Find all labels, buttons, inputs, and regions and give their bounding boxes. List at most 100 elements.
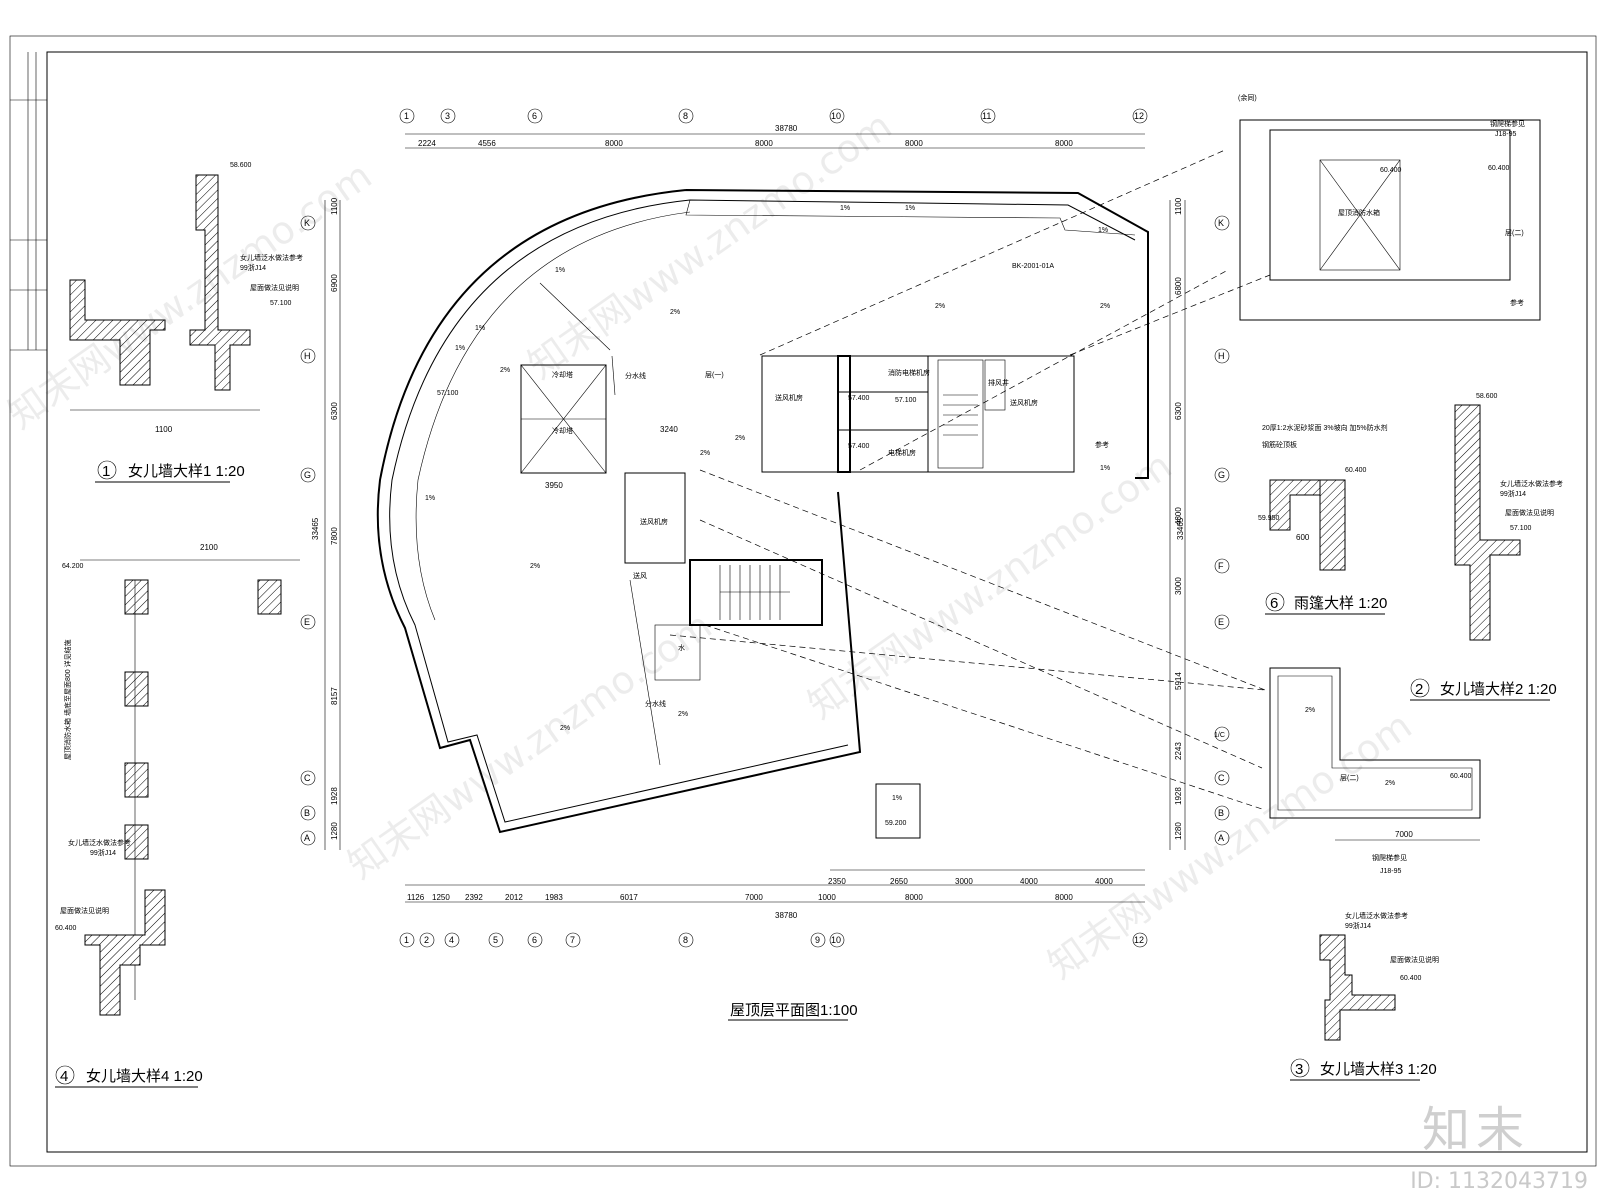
ref-note-main: 参考	[1095, 440, 1109, 449]
svg-text:G: G	[1218, 470, 1225, 480]
svg-text:60.400: 60.400	[1345, 467, 1367, 474]
svg-text:女儿墙泛水做法参考: 女儿墙泛水做法参考	[240, 253, 303, 262]
water-tank-plan: 屋顶消防水箱 层(二) 60.400 60.400 钢爬梯参见 J18-95 (…	[1238, 93, 1541, 321]
svg-text:99浙J14: 99浙J14	[240, 263, 266, 272]
svg-text:8: 8	[683, 111, 688, 121]
svg-text:60.400: 60.400	[1380, 167, 1402, 174]
machine-rooms: 送风机房 送风机房 消防电梯机房 电梯机房 排风井 57.400 57.100 …	[705, 355, 1075, 473]
svg-text:6: 6	[532, 935, 537, 945]
svg-text:知末网www.znzmo.com: 知末网www.znzmo.com	[800, 443, 1180, 727]
svg-text:38780: 38780	[775, 911, 798, 920]
svg-text:3000: 3000	[1174, 577, 1183, 595]
svg-text:58.600: 58.600	[1476, 393, 1498, 400]
dim-3950: 3950	[545, 481, 563, 490]
svg-text:知末网www.znzmo.com: 知末网www.znzmo.com	[1040, 703, 1420, 987]
svg-text:57.400: 57.400	[848, 443, 870, 450]
svg-text:8000: 8000	[755, 139, 773, 148]
svg-text:1%: 1%	[840, 205, 850, 212]
level-two-roof: 层(二) 2% 2% 60.400 7000 钢爬梯参见 J18-95	[1269, 667, 1481, 875]
svg-text:F: F	[1218, 561, 1224, 571]
svg-text:B: B	[1218, 808, 1224, 818]
roof-outline-inner	[389, 199, 1136, 823]
svg-text:2224: 2224	[418, 139, 436, 148]
svg-text:4000: 4000	[1020, 877, 1038, 886]
svg-text:参考: 参考	[1510, 298, 1524, 307]
svg-text:电梯机房: 电梯机房	[888, 448, 916, 457]
left-dims: 1100 6900 6300 7800 8157 1928 1280	[330, 197, 339, 840]
svg-text:1983: 1983	[545, 893, 563, 902]
svg-text:2%: 2%	[1385, 780, 1395, 787]
svg-text:2%: 2%	[670, 309, 680, 316]
svg-text:99浙J14: 99浙J14	[1345, 921, 1371, 930]
svg-text:1100: 1100	[330, 197, 339, 215]
svg-text:知末网www.znzmo.com: 知末网www.znzmo.com	[0, 153, 380, 437]
svg-text:20厚1:2水泥砂浆面 3%坡向 加5%防水剂: 20厚1:2水泥砂浆面 3%坡向 加5%防水剂	[1262, 423, 1388, 432]
svg-text:1%: 1%	[1100, 465, 1110, 472]
svg-text:1280: 1280	[1174, 822, 1183, 840]
total-depth-right: 33465	[1176, 517, 1185, 540]
right-axis-bubbles: K H G F E 1/C C B A	[1214, 215, 1230, 846]
top-dims: 2224 4556 8000 8000 8000 8000	[418, 139, 1073, 148]
svg-text:12: 12	[1134, 935, 1144, 945]
svg-text:1928: 1928	[330, 787, 339, 805]
svg-text:E: E	[1218, 617, 1224, 627]
detail-4: 2100 64.200 屋顶消防水箱 墙底至屋面800 详见结施 60.400 …	[55, 543, 300, 1088]
title-strip	[10, 52, 47, 351]
svg-text:层(二): 层(二)	[1340, 774, 1359, 782]
svg-text:1%: 1%	[475, 325, 485, 332]
svg-text:1000: 1000	[818, 893, 836, 902]
svg-text:排风井: 排风井	[988, 378, 1009, 387]
detail-2-title: 女儿墙大样2 1:20	[1440, 680, 1557, 698]
svg-text:1/C: 1/C	[1214, 732, 1225, 739]
detail4-width: 2100	[200, 543, 218, 552]
svg-text:57.400: 57.400	[848, 395, 870, 402]
level2-width: 7000	[1395, 830, 1413, 839]
svg-text:8: 8	[683, 935, 688, 945]
detail-6-title: 雨篷大样 1:20	[1294, 594, 1387, 612]
svg-text:4800: 4800	[1174, 507, 1183, 525]
svg-text:送风: 送风	[633, 571, 647, 580]
svg-text:64.200: 64.200	[62, 563, 84, 570]
svg-text:10: 10	[831, 111, 841, 121]
svg-text:1: 1	[102, 463, 110, 480]
svg-text:6: 6	[1270, 595, 1278, 612]
svg-text:60.400: 60.400	[1488, 165, 1510, 172]
detail-3: 女儿墙泛水做法参考 99浙J14 屋面做法见说明 60.400 3 女儿墙大样3…	[1290, 911, 1439, 1081]
svg-text:2%: 2%	[560, 725, 570, 732]
svg-text:送风机房: 送风机房	[640, 517, 668, 526]
svg-text:2%: 2%	[530, 563, 540, 570]
svg-text:6300: 6300	[330, 402, 339, 420]
svg-text:冷却塔: 冷却塔	[552, 426, 573, 435]
svg-text:屋面做法见说明: 屋面做法见说明	[1505, 508, 1554, 517]
parapet-inner-curve	[415, 211, 691, 621]
right-dims: 1100 6800 6300 4800 3000 5914 2243 1928 …	[1174, 197, 1183, 840]
split-line-label-1: 分水线	[625, 371, 646, 380]
svg-text:12: 12	[1134, 111, 1144, 121]
svg-text:水: 水	[678, 643, 685, 652]
svg-text:H: H	[304, 351, 311, 361]
svg-text:女儿墙泛水做法参考: 女儿墙泛水做法参考	[1345, 911, 1408, 920]
detail-1: 58.600 57.100 女儿墙泛水做法参考 99浙J14 屋面做法见说明 1…	[69, 162, 303, 483]
svg-text:2%: 2%	[935, 303, 945, 310]
svg-text:58.600: 58.600	[230, 162, 252, 169]
dim-3240: 3240	[660, 425, 678, 434]
svg-text:6300: 6300	[1174, 402, 1183, 420]
total-depth-left: 33465	[311, 517, 320, 540]
svg-text:11: 11	[982, 111, 991, 121]
svg-text:3: 3	[1295, 1061, 1303, 1078]
detail-2: 58.600 57.100 女儿墙泛水做法参考 99浙J14 屋面做法见说明 2…	[1410, 393, 1563, 701]
svg-text:女儿墙泛水做法参考: 女儿墙泛水做法参考	[68, 838, 131, 847]
svg-text:钢爬梯参见: 钢爬梯参见	[1490, 119, 1525, 128]
svg-text:6: 6	[532, 111, 537, 121]
svg-text:(余同): (余同)	[1238, 93, 1257, 102]
svg-text:57.100: 57.100	[895, 397, 917, 404]
svg-text:送风机房: 送风机房	[775, 393, 803, 402]
svg-text:A: A	[304, 833, 310, 843]
svg-text:1: 1	[404, 111, 409, 121]
svg-text:1928: 1928	[1174, 787, 1183, 805]
svg-text:8000: 8000	[605, 139, 623, 148]
svg-text:J18-95: J18-95	[1495, 131, 1517, 138]
svg-text:2: 2	[1415, 681, 1423, 698]
detail-3-title: 女儿墙大样3 1:20	[1320, 1060, 1437, 1078]
svg-text:E: E	[304, 617, 310, 627]
